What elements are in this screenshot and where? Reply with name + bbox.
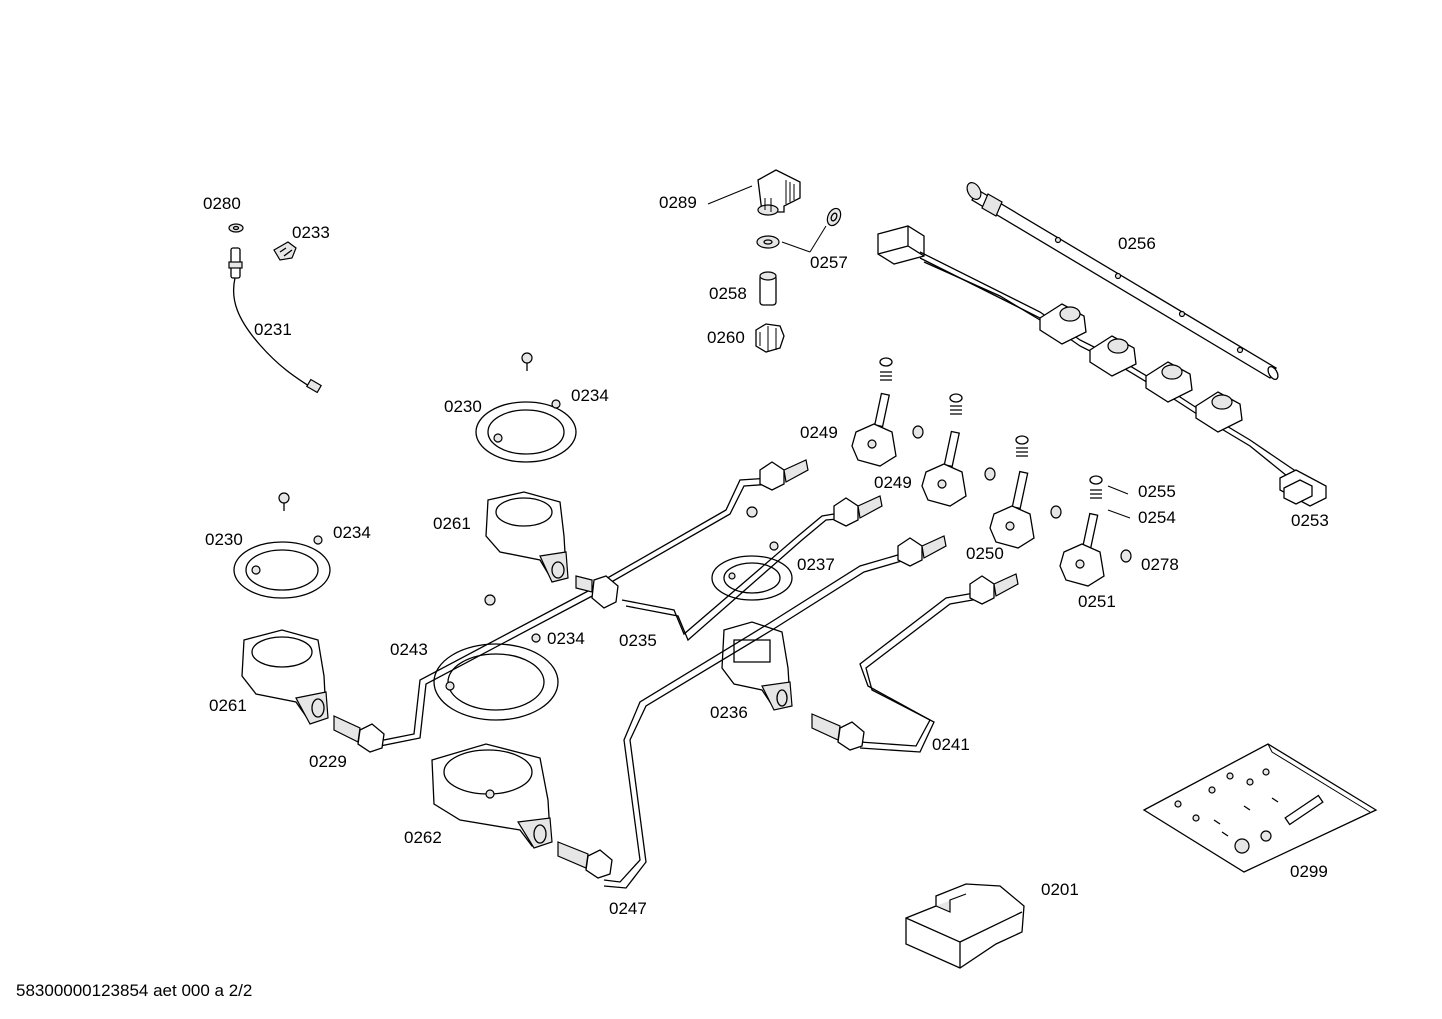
ignition-switch-harness-part [877,225,1327,507]
label-0289: 0289 [659,193,697,212]
label-0229: 0229 [309,752,347,771]
label-0241: 0241 [932,735,970,754]
label-0278: 0278 [1141,555,1179,574]
gas-manifold-rail-part [966,182,1279,381]
burner-body-left [241,629,329,725]
gas-tube-fittings [333,459,1019,879]
label-0261-left: 0261 [209,696,247,715]
label-0237: 0237 [797,555,835,574]
gas-valve-assemblies-part [851,357,1132,587]
burner-mounting-ring-large [433,594,559,721]
leader-lines [707,185,1131,519]
label-0254: 0254 [1138,508,1176,527]
label-0234-lower: 0234 [547,629,585,648]
drawing-reference-footer: 58300000123854 aet 000 a 2/2 [16,981,253,1000]
burner-body-center [721,621,793,711]
label-0230-upper: 0230 [444,397,482,416]
label-0261-upper: 0261 [433,514,471,533]
label-0231: 0231 [254,320,292,339]
label-0247: 0247 [609,899,647,918]
burner-mounting-ring-left [233,492,331,599]
part-number-labels: 0280 0233 0231 0289 0257 0258 0260 0256 … [203,193,1329,918]
label-0262: 0262 [404,828,442,847]
label-0233: 0233 [292,223,330,242]
burner-mounting-ring-center [711,506,793,601]
gas-inlet-elbow-part [755,169,842,353]
valve-seal-part [905,883,1025,969]
burner-body-upper [485,491,569,583]
burner-mounting-ring-upper [475,352,577,463]
label-0255: 0255 [1138,482,1176,501]
label-0250: 0250 [966,544,1004,563]
label-0235: 0235 [619,631,657,650]
label-0258: 0258 [709,284,747,303]
label-0234-left: 0234 [333,523,371,542]
label-0243: 0243 [390,640,428,659]
accessory-bag-part [1142,743,1378,873]
ignition-electrode-part [228,223,323,394]
label-0249-a: 0249 [800,423,838,442]
label-0201: 0201 [1041,880,1079,899]
burner-body-large [431,743,553,849]
label-0236: 0236 [710,703,748,722]
label-0260: 0260 [707,328,745,347]
label-0234-upper: 0234 [571,386,609,405]
label-0257: 0257 [810,253,848,272]
label-0230-left: 0230 [205,530,243,549]
label-0251: 0251 [1078,592,1116,611]
label-0299: 0299 [1290,862,1328,881]
label-0253: 0253 [1291,511,1329,530]
label-0249-b: 0249 [874,473,912,492]
gas-tubes [373,477,985,889]
label-0256: 0256 [1118,234,1156,253]
label-0280: 0280 [203,194,241,213]
